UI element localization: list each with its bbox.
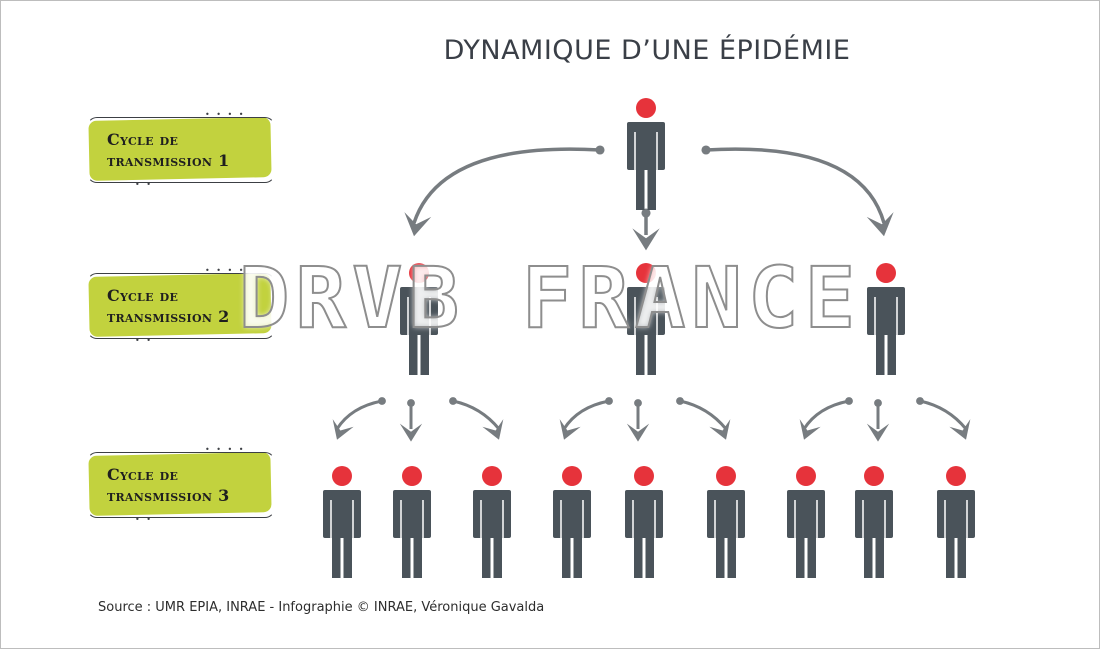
cycle-label-line1: Cycle de [107,465,179,484]
transmission-arrow [412,147,601,224]
person-icon [855,466,893,578]
arrowhead [399,423,423,442]
arrowhead [626,423,650,442]
arrowhead [866,212,894,237]
cycle-label-3: • • • • • • Cycle de transmission 3 [87,446,277,524]
person-icon [400,263,438,375]
watermark: DRVB FRANCE [238,248,862,348]
arrowhead [949,419,971,440]
cycle-label-line2: transmission 1 [107,151,230,170]
transmission-arrow [335,399,383,430]
person-icon [553,466,591,578]
decorative-dots: • • [135,515,153,524]
cycle-label-line2: transmission 2 [107,307,230,326]
person-icon [393,466,431,578]
person-icon [323,466,361,578]
decorative-dots: • • [135,336,153,345]
label-frame [87,117,275,183]
arrowhead [799,419,821,440]
transmission-arrow [452,399,501,430]
people-layer [323,98,975,578]
cycle-label-2: • • • • • • Cycle de transmission 2 [87,267,277,345]
person-icon [627,263,665,375]
page-title: DYNAMIQUE D’UNE ÉPIDÉMIE [443,35,851,66]
transmission-arrow [919,399,968,430]
person-icon [473,466,511,578]
label-frame [87,273,275,339]
person-icon [787,466,825,578]
transmission-arrow [802,399,850,430]
arrowhead [332,419,354,440]
source-credit: Source : UMR EPIA, INRAE - Infographie ©… [98,600,545,615]
decorative-dots: • • [135,180,153,189]
cycle-label-1: • • • • • • Cycle de transmission 1 [87,111,277,189]
arrowhead [559,419,581,440]
person-icon [627,98,665,210]
person-icon [707,466,745,578]
cycle-label-line2: transmission 3 [107,486,230,505]
arrowhead [709,419,731,440]
arrowhead [632,228,660,251]
transmission-arrow [705,147,886,224]
person-icon [937,466,975,578]
arrowhead [482,419,504,440]
label-frame [87,452,275,518]
transmission-arrow [679,399,728,430]
decorative-dots: • • • • [205,445,246,454]
decorative-dots: • • • • [205,110,246,119]
arrows-layer [332,145,971,442]
person-icon [625,466,663,578]
arrowhead [866,423,890,442]
person-icon [867,263,905,375]
arrowhead [404,212,432,237]
decorative-dots: • • • • [205,266,246,275]
cycle-label-line1: Cycle de [107,286,179,305]
transmission-arrow [562,399,610,430]
cycle-label-line1: Cycle de [107,130,179,149]
